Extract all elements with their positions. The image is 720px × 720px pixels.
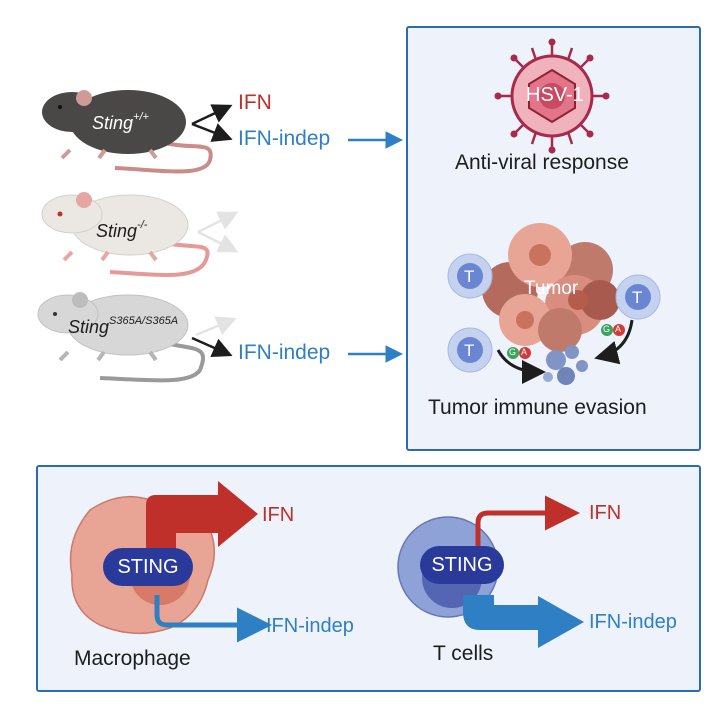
genotype-gene: Sting [68,317,110,337]
mouse-s365a [37,292,206,383]
mouse-wildtype [42,90,213,174]
mut-indep-label: IFN-indep [238,341,331,364]
macrophage-sting: STING [103,548,193,586]
wt-indep-label: IFN-indep [238,127,331,150]
tcell-indep-label: IFN-indep [589,611,677,633]
evasion-caption: Tumor immune evasion [428,396,647,419]
genotype-gene: Sting [92,113,134,133]
tumor-label: Tumor [524,278,579,299]
arrow-ko-disabled-2 [197,230,239,253]
mouse-knockout [41,192,210,277]
tcell-label-3: T [464,341,475,360]
macrophage-caption: Macrophage [74,647,191,670]
t-cell-icons [447,253,661,373]
tcell-ifn-arrow [475,495,580,555]
a-label-left: A [521,347,528,357]
g-label-right: G [603,324,611,334]
arrow-mut-to-indep [191,336,233,358]
tumor-icon [482,223,620,352]
a-badge-left [519,347,531,359]
arrow-wt-to-ifn [191,104,233,126]
arrow-tcell-left [496,349,546,384]
g-badge-left [507,347,519,359]
macrophage-ifn-label: IFN [262,504,295,526]
macrophage-indep-label: IFN-indep [266,615,354,637]
g-label-left: G [509,347,517,357]
tcell-ifn-label: IFN [589,502,622,524]
genotype-allele: S365A/S365A [109,315,179,327]
wt-ifn-label: IFN [238,91,272,114]
dying-cell-icon [543,345,588,385]
genotype-gene: Sting [96,221,138,241]
genotype-allele: -/- [137,219,148,231]
tcell-caption: T cells [433,642,494,665]
macrophage-indep-arrow [154,595,272,643]
mouse-label-s365a: StingS365A/S365A [68,315,179,337]
genotype-allele: +/+ [133,111,149,123]
tcell-label-2: T [632,288,643,307]
virus-label: HSV-1 [526,84,584,106]
arrow-ko-disabled-1 [197,211,239,234]
a-badge-right [613,324,625,336]
arrow-wt-to-indep [191,122,233,142]
tcell-indep-arrow [463,595,584,648]
macrophage-ifn-arrow [146,481,258,565]
tcell-label-1: T [464,267,475,286]
arrow-tcell-right [594,319,634,365]
mouse-label-knockout: Sting-/- [96,219,148,241]
virus-icon [494,38,610,154]
tcell-sting: STING [420,546,504,584]
arrow-mut-disabled [195,316,237,337]
antiviral-caption: Anti-viral response [455,151,629,174]
g-badge-right [601,324,613,336]
a-label-right: A [615,324,622,334]
mouse-label-wildtype: Sting+/+ [92,111,149,133]
